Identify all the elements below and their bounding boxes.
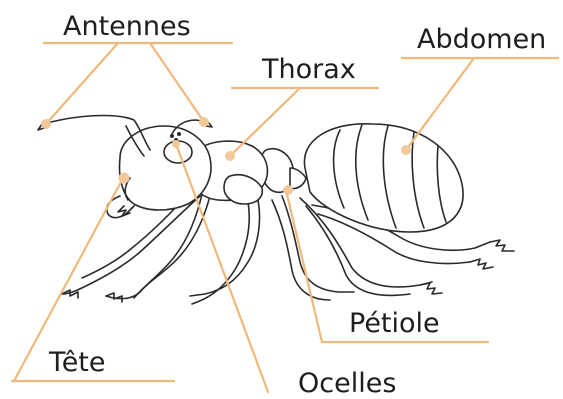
- dot-ocelles: [172, 140, 180, 148]
- label-petiole: Pétiole: [349, 310, 440, 337]
- ant-illustration: [38, 116, 514, 305]
- label-ocelles: Ocelles: [298, 370, 396, 397]
- dot-antennes-right: [199, 117, 209, 127]
- dot-abdomen: [401, 145, 411, 155]
- label-tete: Tête: [49, 349, 106, 376]
- label-abdomen: Abdomen: [417, 26, 546, 53]
- dot-tete: [119, 173, 130, 184]
- dot-petiole: [283, 185, 293, 195]
- label-antennes: Antennes: [63, 13, 191, 40]
- antennes-leader-left: [46, 43, 118, 124]
- dot-thorax: [225, 151, 235, 161]
- thorax-leader: [230, 88, 300, 156]
- abdomen-leader: [406, 58, 474, 150]
- antennes-leader-right: [150, 43, 204, 122]
- label-thorax: Thorax: [262, 56, 356, 83]
- head-shape: [107, 126, 211, 218]
- abdomen-shape: [304, 124, 463, 232]
- dot-antennes-left: [41, 119, 51, 129]
- leader-lines: [12, 43, 558, 392]
